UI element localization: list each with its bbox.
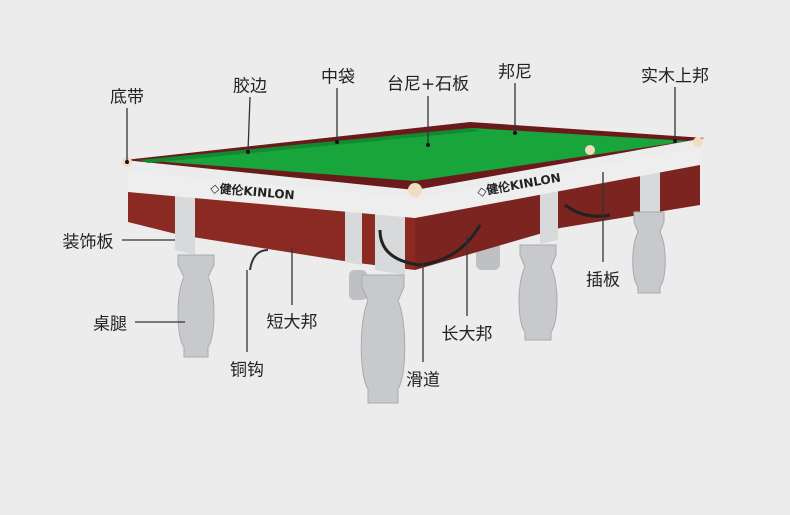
table-leg <box>177 211 666 404</box>
label-decorative-panel: 装饰板 <box>62 232 114 253</box>
long-trim-band <box>415 148 700 218</box>
label-copper-hook: 铜钩 <box>230 360 264 381</box>
label-rubber-cushion: 胶边 <box>233 76 267 97</box>
copper-hook <box>249 249 269 271</box>
short-trim-band <box>128 172 415 218</box>
label-long-apron: 长大邦 <box>441 324 493 345</box>
brand-logo-short: ◇健伦KINLON <box>210 180 295 202</box>
label-middle-pocket: 中袋 <box>321 67 355 88</box>
label-table-leg: 桌腿 <box>93 314 127 335</box>
label-wood-top-rail: 实木上邦 <box>641 66 709 87</box>
label-bottom-band: 底带 <box>110 87 144 108</box>
leader-lines <box>122 83 676 362</box>
ball-return-rail <box>378 224 482 267</box>
label-cloth-slate: 台尼+石板 <box>386 74 470 95</box>
table-felt <box>140 128 688 181</box>
label-insert-panel: 插板 <box>586 270 620 291</box>
label-rail-cloth: 邦尼 <box>498 62 532 83</box>
label-short-apron: 短大邦 <box>266 312 318 333</box>
label-ball-return: 滑道 <box>406 370 440 391</box>
